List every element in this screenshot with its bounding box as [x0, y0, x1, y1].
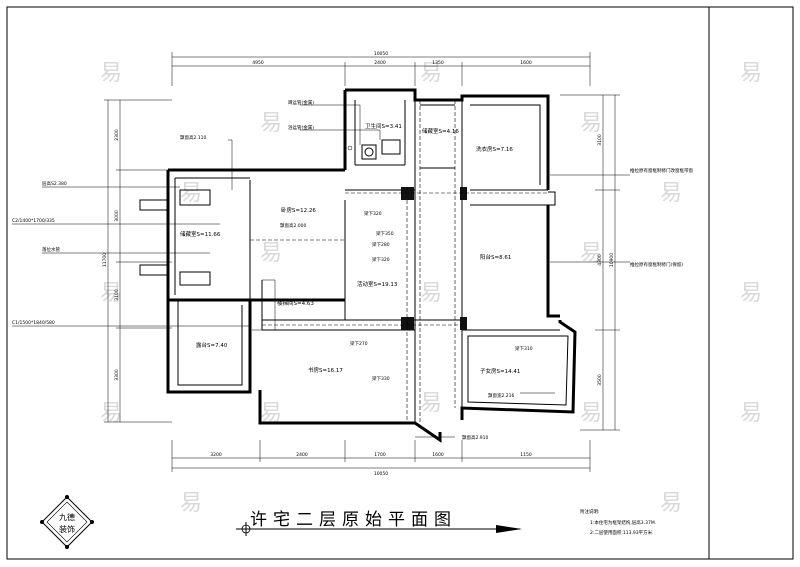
dim-bottom-total: 10050 [374, 471, 388, 477]
watermark-glyph: 易 [260, 241, 282, 266]
callouts: 蹲盆管(金属) 浴盆管(金属) 飘窗高2.110 层高S2.380 C2/140… [12, 99, 693, 441]
drawing-title: 许宅二层原始平面图 [250, 510, 457, 530]
watermark-glyph: 易 [580, 401, 602, 426]
notes-heading: 附注说明: [580, 508, 600, 515]
room-bedroom: 卧房S=12.26 [281, 206, 316, 214]
watermark-glyph: 易 [580, 111, 602, 136]
callout-beam7: 梁下310 [515, 345, 533, 352]
walls [139, 88, 577, 443]
watermark-glyph: 易 [180, 491, 202, 516]
watermark-glyph: 易 [180, 181, 202, 206]
callout-downpipe: 落位水管 [42, 246, 60, 253]
watermark-glyph: 易 [740, 281, 762, 306]
watermark-glyph: 易 [100, 401, 122, 426]
room-activity: 活动室S=19.13 [357, 280, 398, 288]
callout-window-bay1: 飘窗高2.110 [180, 134, 207, 141]
callout-beam5: 梁下270 [350, 340, 368, 347]
watermark-glyph: 易 [260, 401, 282, 426]
room-child: 子女房S=14.41 [480, 367, 520, 375]
callout-beam6: 梁下330 [372, 375, 390, 382]
callout-bay-child: 飘窗宽2.216 [488, 392, 515, 399]
dimension-bottom: 3200 2400 1700 1600 1150 10050 [171, 440, 591, 477]
callout-laundry-door: 推拉原有窗框制修门改窗框带窗 [630, 167, 693, 174]
dim-left-total: 11700 [102, 253, 108, 267]
dim-left-seg-3: 3100 [114, 289, 120, 301]
notes-line2: 2:二层使用面积:113.93平方米. [590, 529, 654, 536]
notes-line1: 1:本住宅为框架结构,层高3.37M. [590, 519, 656, 526]
watermark-glyph: 易 [660, 491, 682, 516]
drawing-border [6, 6, 794, 560]
dim-bottom-seg-2: 2400 [296, 452, 308, 458]
room-labels: 卫生间S=3.41 储藏室S=4.16 洗衣房S=7.16 卧房S=12.26 … [180, 122, 520, 375]
dim-left-seg-2: 3000 [114, 210, 120, 222]
callout-c1-window: C1/1500*1840/580 [12, 320, 55, 326]
watermark-glyph: 易 [740, 401, 762, 426]
dim-right-seg-3: 3500 [597, 374, 603, 386]
watermark-glyph: 易 [580, 241, 602, 266]
callout-bath-fixture2: 浴盆管(金属) [288, 124, 314, 131]
company-logo: 九德 装饰 [40, 495, 94, 549]
callout-balcony-door: 推拉原有窗框制修门(保留) [630, 261, 683, 268]
callout-beam4: 梁下280 [372, 241, 390, 248]
dim-top-seg-1: 4950 [252, 60, 264, 66]
dim-top-total: 10050 [374, 51, 388, 57]
callout-beam2: 梁下350 [376, 230, 394, 237]
watermark-glyph: 易 [100, 61, 122, 86]
title-block: 许宅二层原始平面图 [236, 510, 522, 536]
watermark-layer: 易易易易易易易易易易易易易易易易易易易 [100, 61, 762, 516]
dimension-left: 11700 2300 3000 3100 3300 [102, 99, 172, 423]
watermark-glyph: 易 [420, 281, 442, 306]
dim-bottom-seg-1: 3200 [210, 452, 222, 458]
room-study: 书房S=16.17 [308, 366, 343, 374]
notes: 附注说明: 1:本住宅为框架结构,层高3.37M. 2:二层使用面积:113.9… [580, 508, 656, 536]
callout-bay-bottom: 飘窗高2.910 [462, 434, 489, 441]
room-laundry: 洗衣房S=7.16 [476, 145, 513, 153]
room-stair: 楼梯间S=4.63 [277, 299, 314, 307]
watermark-glyph: 易 [260, 111, 282, 136]
callout-bath-fixture1: 蹲盆管(金属) [288, 99, 314, 106]
watermark-glyph: 易 [740, 61, 762, 86]
room-balcony: 阳台S=8.61 [480, 253, 511, 261]
callout-c2-window: C2/1400*1700/335 [12, 218, 55, 224]
watermark-glyph: 易 [420, 391, 442, 416]
dim-right-seg-2: 4300 [597, 254, 603, 266]
room-bath: 卫生间S=3.41 [365, 122, 402, 130]
dimension-right: 3100 4300 3500 10900 [560, 94, 620, 431]
dim-bottom-seg-4: 1600 [432, 452, 444, 458]
dim-right-total: 10900 [609, 253, 615, 267]
dim-bottom-seg-5: 1150 [520, 452, 532, 458]
dim-bottom-seg-3: 1700 [374, 452, 386, 458]
dimension-top: 10050 4950 2400 1350 1600 [171, 51, 591, 86]
dim-top-seg-2: 2400 [374, 60, 386, 66]
dim-right-seg-1: 3100 [597, 134, 603, 146]
dim-top-seg-4: 1600 [520, 60, 532, 66]
logo-text-line1: 九德 [59, 512, 75, 522]
dim-left-seg-4: 3300 [114, 369, 120, 381]
room-terrace: 露台S=7.40 [196, 341, 228, 349]
logo-text-line2: 装饰 [59, 524, 75, 534]
callout-bay-height: 飘窗高2.000 [280, 222, 307, 229]
watermark-glyph: 易 [660, 181, 682, 206]
leader-lines [12, 104, 630, 438]
dim-left-seg-1: 2300 [114, 129, 120, 141]
room-storage-left: 储藏室S=11.66 [180, 230, 221, 238]
watermark-glyph: 易 [420, 61, 442, 86]
callout-beam3: 梁下320 [372, 256, 390, 263]
room-storage-top: 储藏室S=4.16 [422, 127, 459, 135]
callout-beam1: 梁下320 [364, 210, 382, 217]
watermark-glyph: 易 [100, 281, 122, 306]
dim-top-seg-3: 1350 [432, 60, 444, 66]
callout-floor-height: 层高S2.380 [42, 180, 67, 187]
